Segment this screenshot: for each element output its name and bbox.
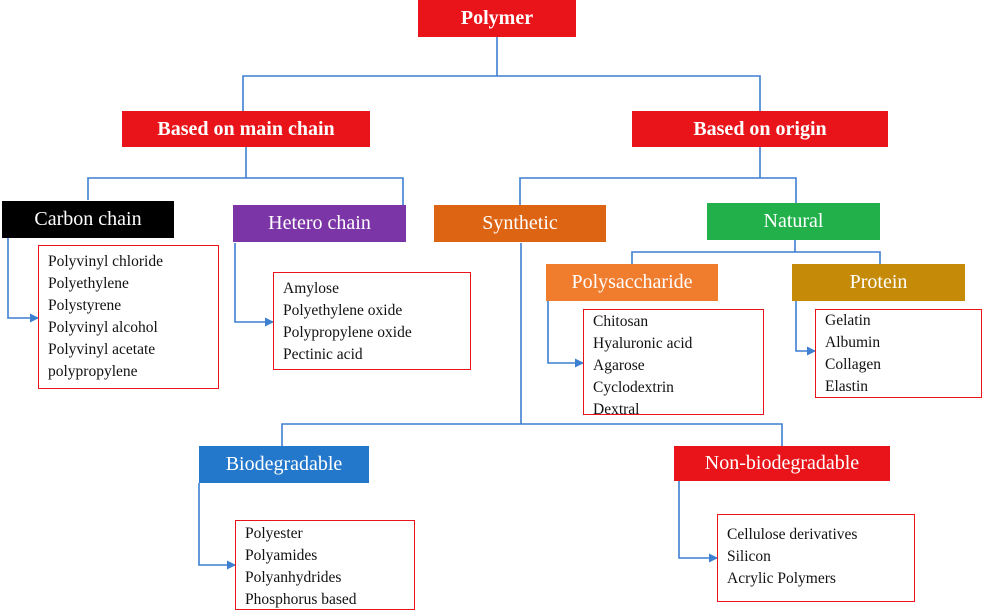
node-polysaccharide: Polysaccharide: [546, 264, 718, 301]
connector-main-chain-bar: [87, 177, 404, 205]
list-carbon-chain: Polyvinyl chloride Polyethylene Polystyr…: [38, 245, 219, 389]
list-item: Elastin: [825, 378, 869, 395]
list-protein: Gelatin Albumin Collagen Elastin: [815, 309, 982, 398]
list-item: Polyanhydrides: [245, 569, 342, 586]
list-item: Dextral: [593, 401, 640, 418]
list-item: Gelatin: [825, 312, 871, 329]
list-item: Cellulose derivatives: [727, 526, 858, 543]
list-item: Amylose: [283, 280, 339, 297]
node-hetero-chain: Hetero chain: [233, 205, 406, 242]
list-item: polypropylene: [48, 363, 138, 380]
list-item: Hyaluronic acid: [593, 335, 693, 352]
list-item: Polypropylene oxide: [283, 324, 412, 341]
arrow-non-biodegradable: [678, 481, 718, 563]
node-non-biodegradable: Non-biodegradable: [674, 446, 890, 481]
node-protein: Protein: [792, 264, 965, 301]
list-item: Polyethylene: [48, 275, 129, 292]
list-item: Polyvinyl acetate: [48, 341, 156, 358]
list-item: Collagen: [825, 356, 881, 373]
list-item: Albumin: [825, 334, 881, 351]
node-polymer: Polymer: [418, 0, 576, 37]
list-item: Cyclodextrin: [593, 379, 674, 396]
arrow-carbon-chain: [7, 238, 39, 323]
list-item: Chitosan: [593, 313, 649, 330]
arrow-biodegradable: [198, 483, 236, 570]
list-item: Acrylic Polymers: [727, 570, 836, 587]
arrow-polysaccharide: [547, 301, 584, 368]
node-synthetic: Synthetic: [434, 205, 606, 242]
node-natural: Natural: [707, 203, 880, 240]
node-carbon-chain: Carbon chain: [2, 201, 174, 238]
list-item: Polystyrene: [48, 297, 122, 314]
connector-natural-bar: [631, 251, 881, 264]
connector-origin-bar: [519, 177, 797, 205]
list-item: Phosphorus based: [245, 591, 357, 608]
list-item: Agarose: [593, 357, 645, 374]
list-non-biodegradable: Cellulose derivatives Silicon Acrylic Po…: [717, 514, 915, 602]
list-item: Polyvinyl alcohol: [48, 319, 158, 336]
node-based-on-origin: Based on origin: [632, 111, 888, 147]
arrow-hetero-chain: [234, 243, 274, 327]
connector-level1-bar: [242, 75, 761, 111]
list-item: Polyester: [245, 525, 303, 542]
list-biodegradable: Polyester Polyamides Polyanhydrides Phos…: [235, 520, 415, 610]
node-based-on-main-chain: Based on main chain: [122, 111, 370, 147]
node-biodegradable: Biodegradable: [199, 446, 369, 483]
list-polysaccharide: Chitosan Hyaluronic acid Agarose Cyclode…: [583, 309, 764, 418]
list-item: Polyvinyl chloride: [48, 253, 163, 270]
list-item: Silicon: [727, 548, 771, 565]
list-item: Polyamides: [245, 547, 318, 564]
connector-synthetic-bar: [281, 423, 783, 446]
arrow-protein: [795, 301, 816, 356]
list-hetero-chain: Amylose Polyethylene oxide Polypropylene…: [273, 272, 471, 370]
list-item: Pectinic acid: [283, 346, 363, 363]
list-item: Polyethylene oxide: [283, 302, 403, 319]
